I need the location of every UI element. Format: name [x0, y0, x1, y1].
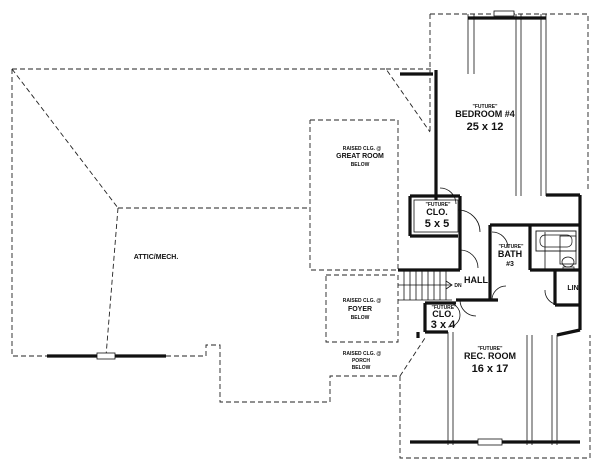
svg-text:#3: #3: [506, 261, 514, 268]
svg-text:"FUTURE": "FUTURE": [472, 104, 498, 110]
svg-text:FOYER: FOYER: [348, 306, 372, 313]
rec-room-roof-outline: [399, 335, 591, 459]
svg-text:RAISED CLG. @: RAISED CLG. @: [343, 351, 382, 357]
svg-text:BELOW: BELOW: [351, 162, 370, 168]
svg-text:16 x 17: 16 x 17: [472, 363, 509, 375]
attic-roof-outline: [11, 68, 434, 403]
rec-room-walls: [410, 328, 581, 446]
core-walls: [408, 194, 580, 334]
svg-text:LIN.: LIN.: [567, 285, 580, 292]
svg-text:CLO.: CLO.: [432, 309, 454, 319]
svg-text:3 x 4: 3 x 4: [431, 319, 456, 331]
room-label-foyer: RAISED CLG. @ FOYER BELOW: [343, 298, 382, 321]
svg-text:CLO.: CLO.: [426, 207, 448, 217]
room-label-closet-5x5: "FUTURE" CLO. 5 x 5: [425, 202, 451, 230]
bedroom-wing-outline: [429, 13, 589, 190]
stair-down-label: DN: [454, 283, 462, 289]
room-label-great-room: RAISED CLG. @ GREAT ROOM BELOW: [336, 146, 384, 168]
room-label-porch: RAISED CLG. @ PORCH BELOW: [343, 351, 382, 371]
svg-text:REC. ROOM: REC. ROOM: [464, 351, 516, 361]
svg-text:HALL: HALL: [464, 275, 488, 285]
svg-text:"FUTURE": "FUTURE": [431, 305, 457, 311]
room-label-rec-room: "FUTURE" REC. ROOM 16 x 17: [464, 346, 516, 375]
staircase: [398, 268, 460, 301]
svg-text:RAISED CLG. @: RAISED CLG. @: [343, 146, 382, 152]
svg-text:BATH: BATH: [498, 249, 522, 259]
svg-text:DN: DN: [454, 283, 462, 289]
svg-text:PORCH: PORCH: [352, 358, 370, 364]
bath-fixtures: [535, 230, 577, 272]
svg-text:ATTIC/MECH.: ATTIC/MECH.: [134, 254, 179, 261]
svg-text:RAISED CLG. @: RAISED CLG. @: [343, 298, 382, 304]
room-label-hall: HALL: [464, 275, 488, 285]
eave-lines: [47, 72, 433, 360]
door-swings: [439, 187, 556, 328]
room-label-closet-3x4: "FUTURE" CLO. 3 x 4: [431, 305, 457, 331]
svg-text:"FUTURE": "FUTURE": [425, 202, 451, 208]
svg-text:5 x 5: 5 x 5: [425, 218, 449, 230]
svg-text:GREAT ROOM: GREAT ROOM: [336, 153, 384, 160]
svg-text:25 x 12: 25 x 12: [467, 121, 504, 133]
room-label-linen: LIN.: [567, 285, 580, 292]
room-label-attic: ATTIC/MECH.: [134, 254, 179, 261]
room-label-bath3: "FUTURE" BATH #3: [498, 244, 524, 268]
svg-text:BELOW: BELOW: [352, 365, 371, 371]
svg-text:BELOW: BELOW: [351, 315, 370, 321]
svg-text:"FUTURE": "FUTURE": [498, 244, 524, 250]
svg-text:BEDROOM #4: BEDROOM #4: [455, 109, 515, 119]
room-label-bedroom4: "FUTURE" BEDROOM #4 25 x 12: [455, 104, 515, 133]
svg-text:"FUTURE": "FUTURE": [477, 346, 503, 352]
bedroom-walls: [434, 10, 582, 330]
